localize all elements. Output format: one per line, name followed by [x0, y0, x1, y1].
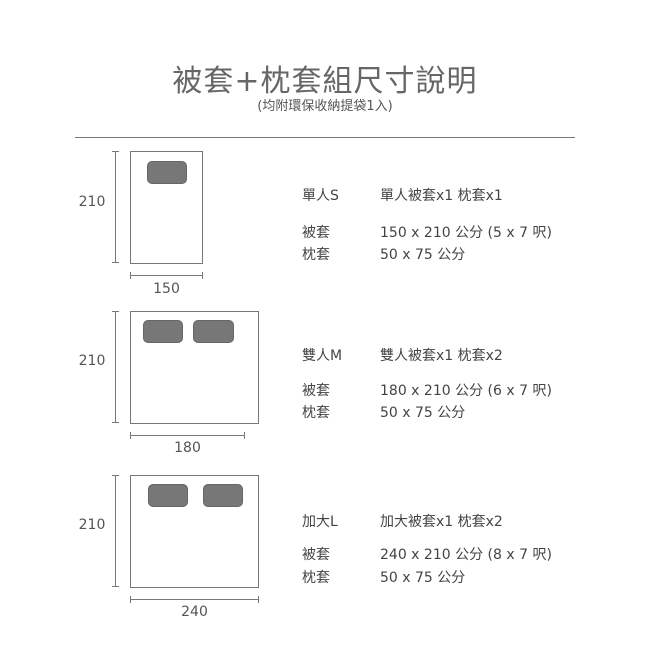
row-value: 240 x 210 公分 (8 x 7 呎)	[380, 547, 552, 563]
set-contents: 單人被套x1 枕套x1	[380, 188, 503, 204]
row-value: 50 x 75 公分	[380, 570, 466, 586]
pillow-icon	[193, 320, 234, 343]
pillow-icon	[143, 320, 183, 343]
height-dimension-line	[112, 151, 119, 263]
width-dimension-line	[130, 432, 245, 439]
height-dimension-line	[112, 311, 119, 423]
page-title: 被套+枕套組尺寸說明	[172, 64, 478, 99]
bed-diagram	[130, 475, 259, 588]
set-contents: 雙人被套x1 枕套x2	[380, 348, 503, 364]
row-label: 被套	[302, 225, 330, 241]
row-label: 枕套	[302, 405, 330, 421]
divider	[75, 137, 575, 138]
height-label: 210	[78, 353, 106, 369]
width-dimension-line	[130, 272, 203, 279]
height-label: 210	[78, 517, 106, 533]
width-dimension-line	[130, 596, 259, 603]
size-name: 雙人M	[302, 348, 343, 364]
width-label: 150	[153, 281, 180, 297]
size-name: 加大L	[302, 514, 338, 530]
width-label: 240	[181, 604, 208, 620]
bed-diagram	[130, 311, 259, 424]
row-label: 被套	[302, 383, 330, 399]
pillow-icon	[147, 161, 187, 184]
row-label: 枕套	[302, 247, 330, 263]
height-label: 210	[78, 194, 106, 210]
row-value: 180 x 210 公分 (6 x 7 呎)	[380, 383, 552, 399]
width-label: 180	[174, 440, 201, 456]
bed-diagram	[130, 151, 203, 264]
row-value: 50 x 75 公分	[380, 247, 466, 263]
row-value: 50 x 75 公分	[380, 405, 466, 421]
row-label: 被套	[302, 547, 330, 563]
pillow-icon	[148, 484, 188, 507]
set-contents: 加大被套x1 枕套x2	[380, 514, 503, 530]
page-subtitle: (均附環保收納提袋1入)	[257, 99, 393, 114]
size-name: 單人S	[302, 188, 339, 204]
height-dimension-line	[112, 475, 119, 587]
row-value: 150 x 210 公分 (5 x 7 呎)	[380, 225, 552, 241]
pillow-icon	[203, 484, 243, 507]
row-label: 枕套	[302, 570, 330, 586]
